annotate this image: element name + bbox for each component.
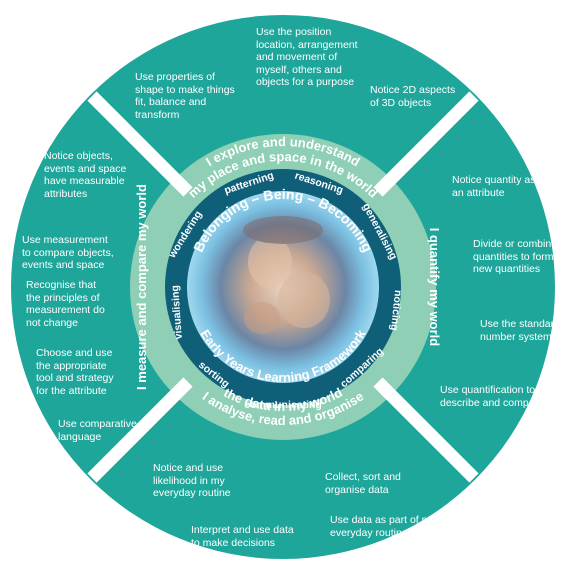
outcome-line: Notice quantity as [452,174,536,186]
outcome-line: objects for a purpose [256,76,355,88]
quadrant-dividers [87,91,479,483]
outcome-line: Choose and use [36,347,113,359]
word-visualising: visualising [169,285,185,340]
outcome-line: transform [135,108,180,121]
outcome-line: attributes [44,187,88,200]
middle-right-label: I quantify my world [427,228,442,347]
outcome-line: have measurable [44,175,125,187]
outcome-line: for the attribute [36,384,107,397]
outcome-line: organise data [325,483,389,496]
outcome-line: Notice 2D aspects [370,84,456,96]
outcome-line: shape to make things [135,83,235,96]
outcome-line: language [58,430,102,443]
photo-figures [243,216,330,334]
outcome-line: measurement do [26,304,105,316]
outcome-line: Collect, sort and [325,471,401,483]
outcome-line: myself, others and [256,63,342,76]
outcome-line: events and space [44,162,127,175]
outcome-line: Interpret and use data [191,524,294,536]
outcome-line: quantities to form [473,250,554,263]
outcome-line: everyday routine [330,526,408,539]
outcome-line: an attribute [452,186,505,199]
outcome-line: not change [26,316,78,329]
outcome-line: fit, balance and [135,96,207,108]
outcome-line: number system [480,330,552,343]
outcome-line: tool and strategy [36,372,114,384]
outcome-line: Use measurement [22,234,108,246]
outcome-line: the appropriate [36,359,107,372]
outcome-line: of 3D objects [370,96,432,109]
outcome-line: Notice and use [153,462,224,474]
outcome-line: Use quantification to [440,384,536,396]
outcome-line: the principles of [26,291,100,304]
word-noticing: noticing [388,289,404,331]
outcome-line: to make decisions [191,536,276,549]
outcome-line: Use the position [256,26,332,38]
outcome-line: Divide or combine [473,238,558,250]
outcome-line: everyday routine [153,487,231,499]
outcome-line: Use properties of [135,71,215,83]
word-communicating: communicating [244,399,322,411]
outcome-line: Recognise that [26,279,97,291]
outcome-line: new quantities [473,263,541,275]
outcome-line: Use the standard [480,318,560,330]
middle-left-label: I measure and compare my world [134,184,149,390]
outcome-line: events and space [22,259,105,271]
outcome-line: Use comparative [58,418,137,430]
outcome-line: to compare objects, [22,246,114,259]
outcome-line: describe and compare [440,396,544,409]
outcome-line: location, arrangement [256,38,358,51]
outcome-line: likelihood in my [153,474,225,487]
outcome-line: Notice objects, [44,150,113,162]
outcome-line: and movement of [256,51,338,63]
outcome-line: Use data as part of my [330,514,436,526]
